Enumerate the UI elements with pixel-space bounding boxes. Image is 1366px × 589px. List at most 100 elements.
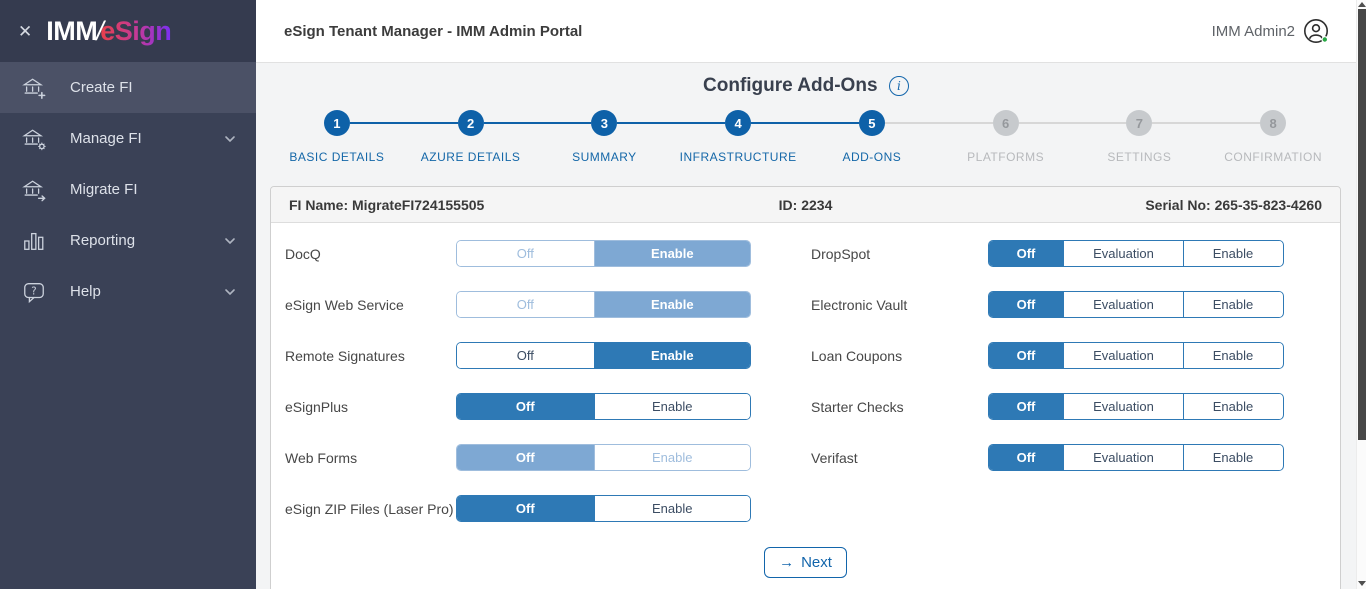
remote-signatures-toggle[interactable]: Off Enable [456,342,751,369]
enable-option: Enable [594,292,750,317]
dropspot-toggle[interactable]: Off Evaluation Enable [988,240,1284,267]
step-number: 5 [858,110,885,136]
addon-row-dropspot: DropSpot Off Evaluation Enable [811,240,1340,267]
step-number: 1 [323,110,350,136]
addon-row-esign-web-service: eSign Web Service Off Enable [285,291,811,318]
sidebar-item-help[interactable]: ? Help [0,266,256,317]
off-option[interactable]: Off [457,496,595,521]
evaluation-option[interactable]: Evaluation [1064,241,1184,266]
enable-option[interactable]: Enable [594,394,750,419]
enable-option[interactable]: Enable [1184,445,1282,470]
evaluation-option[interactable]: Evaluation [1064,343,1184,368]
off-option[interactable]: Off [989,394,1064,419]
electronic-vault-toggle[interactable]: Off Evaluation Enable [988,291,1284,318]
sidebar-item-create-fi[interactable]: Create FI [0,62,256,113]
off-option[interactable]: Off [989,343,1064,368]
addons-grid: DocQ Off Enable eSign Web Service Off En… [271,223,1340,546]
fi-id: ID: 2234 [778,196,833,213]
enable-option[interactable]: Enable [1184,292,1282,317]
addon-row-docq: DocQ Off Enable [285,240,811,267]
step-summary[interactable]: 3 SUMMARY [537,110,672,164]
step-number: 6 [992,110,1019,136]
verifast-toggle[interactable]: Off Evaluation Enable [988,444,1284,471]
svg-text:?: ? [31,286,36,297]
step-number: 3 [591,110,618,136]
user-menu[interactable]: IMM Admin2 [1212,18,1330,45]
off-option: Off [457,292,595,317]
step-label: SUMMARY [572,150,637,164]
step-label: CONFIRMATION [1224,150,1323,164]
sidebar-item-manage-fi[interactable]: Manage FI [0,113,256,164]
off-option[interactable]: Off [457,394,595,419]
step-label: INFRASTRUCTURE [679,150,797,164]
bank-arrow-icon [22,179,46,201]
enable-option[interactable]: Enable [1184,394,1282,419]
page-title: Configure Add-Ons [703,75,878,96]
sidebar-item-reporting[interactable]: Reporting [0,215,256,266]
arrow-right-icon: → [779,554,795,571]
esignplus-toggle[interactable]: Off Enable [456,393,751,420]
evaluation-option[interactable]: Evaluation [1064,394,1184,419]
user-avatar-icon[interactable] [1303,18,1330,45]
chevron-down-icon [225,135,235,142]
scroll-up-arrow-icon[interactable] [1358,2,1366,7]
step-platforms: 6 PLATFORMS [938,110,1073,164]
username: IMM Admin2 [1211,22,1295,40]
addon-row-starter-checks: Starter Checks Off Evaluation Enable [811,393,1340,420]
scroll-down-arrow-icon[interactable] [1358,581,1366,586]
step-azure-details[interactable]: 2 AZURE DETAILS [403,110,538,164]
esign-zip-files-toggle[interactable]: Off Enable [456,495,751,522]
scrollbar-thumb[interactable] [1358,9,1366,440]
step-label: SETTINGS [1107,150,1172,164]
step-number: 8 [1260,110,1287,136]
step-confirmation: 8 CONFIRMATION [1206,110,1340,164]
off-option: Off [457,241,595,266]
step-add-ons[interactable]: 5 ADD-ONS [805,110,939,164]
next-button[interactable]: → Next [764,547,847,578]
next-button-label: Next [801,554,832,571]
evaluation-option[interactable]: Evaluation [1064,292,1184,317]
imm-esign-logo: IMM/eSign [46,15,172,46]
enable-option: Enable [594,445,750,470]
addon-row-esign-zip-files: eSign ZIP Files (Laser Pro) Off Enable [285,495,811,522]
close-icon[interactable]: ✕ [18,21,33,41]
addon-row-loan-coupons: Loan Coupons Off Evaluation Enable [811,342,1340,369]
sidebar-nav: Create FI Manage FI [0,62,256,317]
enable-option[interactable]: Enable [594,343,750,368]
addons-column-right: DropSpot Off Evaluation Enable Electroni… [811,240,1340,546]
addon-label: eSignPlus [285,398,349,415]
off-option[interactable]: Off [989,292,1064,317]
main-area: eSign Tenant Manager - IMM Admin Portal … [256,0,1356,589]
sidebar-logo-row: ✕ IMM/eSign [0,0,256,62]
vertical-scrollbar[interactable] [1356,0,1366,589]
addon-label: Electronic Vault [811,296,908,313]
loan-coupons-toggle[interactable]: Off Evaluation Enable [988,342,1284,369]
step-infrastructure[interactable]: 4 INFRASTRUCTURE [671,110,805,164]
step-settings: 7 SETTINGS [1072,110,1207,164]
addons-card: FI Name: MigrateFI724155505 ID: 2234 Ser… [270,186,1341,589]
sidebar-item-migrate-fi[interactable]: Migrate FI [0,164,256,215]
docq-toggle: Off Enable [456,240,751,267]
off-option[interactable]: Off [989,241,1064,266]
help-icon: ? [24,282,44,303]
info-icon[interactable]: i [888,76,909,96]
bar-chart-icon [24,232,44,250]
enable-option: Enable [594,241,750,266]
addon-label: Loan Coupons [811,347,903,364]
enable-option[interactable]: Enable [1184,241,1282,266]
off-option[interactable]: Off [989,445,1064,470]
off-option[interactable]: Off [457,343,595,368]
app-title: eSign Tenant Manager - IMM Admin Portal [284,22,583,40]
sidebar-item-label: Reporting [70,232,136,249]
step-number: 4 [725,110,752,136]
chevron-down-icon [225,237,235,244]
step-basic-details[interactable]: 1 BASIC DETAILS [270,110,404,164]
enable-option[interactable]: Enable [594,496,750,521]
esign-web-service-toggle: Off Enable [456,291,751,318]
off-option: Off [457,445,595,470]
enable-option[interactable]: Enable [1184,343,1282,368]
starter-checks-toggle[interactable]: Off Evaluation Enable [988,393,1284,420]
evaluation-option[interactable]: Evaluation [1064,445,1184,470]
addon-label: Verifast [811,449,858,466]
step-label: ADD-ONS [842,150,902,164]
